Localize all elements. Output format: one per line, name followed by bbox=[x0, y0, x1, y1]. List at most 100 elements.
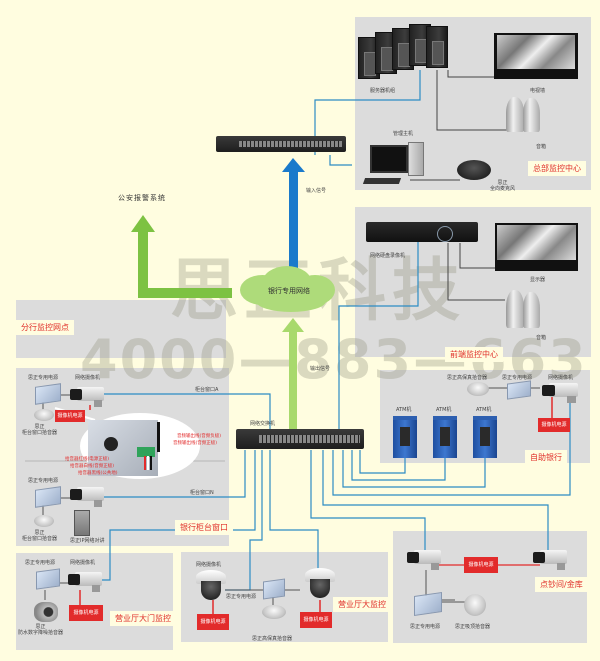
server-tower-icon bbox=[426, 26, 448, 68]
input-signal-arrow bbox=[289, 170, 298, 270]
keyboard-icon bbox=[362, 178, 402, 184]
bullet-camera-icon bbox=[70, 487, 104, 507]
server-tower-icon bbox=[409, 24, 431, 66]
pc-tower-icon bbox=[408, 142, 424, 176]
hall-camera-power-2: 摄像机电源 bbox=[300, 612, 332, 628]
counter-pickup-label-2: 思正 柜台窗口拾音器 bbox=[22, 530, 58, 542]
ss-camera-label: 网络摄像机 bbox=[548, 375, 574, 381]
output-arrow-head bbox=[282, 318, 304, 332]
police-alarm-label: 公安报警系统 bbox=[118, 194, 166, 202]
video-wall-icon bbox=[494, 33, 578, 79]
police-arrow-head bbox=[131, 215, 155, 232]
atm-icon bbox=[433, 416, 457, 458]
window-a-label: 柜台窗口A bbox=[195, 387, 219, 393]
lens-hole-icon bbox=[104, 437, 118, 451]
atm-icon bbox=[473, 416, 497, 458]
output-signal-arrow bbox=[289, 330, 297, 430]
microphone-icon bbox=[457, 160, 491, 180]
dome-camera-icon bbox=[305, 568, 335, 598]
network-switch-icon bbox=[236, 429, 364, 449]
bullet-camera-icon bbox=[70, 387, 104, 407]
bullet-camera-icon bbox=[533, 550, 567, 570]
police-link-arrow bbox=[138, 230, 232, 298]
input-arrow-head bbox=[282, 158, 305, 172]
server-cluster-label: 服务器机组 bbox=[370, 88, 396, 94]
self-service-title: 自助银行 bbox=[525, 450, 567, 465]
pickup-icon bbox=[467, 382, 489, 396]
dome-camera-icon bbox=[196, 570, 226, 600]
ss-psu-label: 思正专用电源 bbox=[502, 375, 533, 381]
vault-title: 点钞间/金库 bbox=[535, 577, 588, 592]
wire-black-2 bbox=[150, 456, 152, 470]
nvr-icon bbox=[366, 222, 478, 242]
power-supply-icon bbox=[36, 568, 60, 590]
terminal-block-icon bbox=[137, 447, 155, 457]
ss-camera-power-box: 摄像机电源 bbox=[538, 418, 570, 432]
window-n-label: 柜台窗口N bbox=[190, 490, 214, 496]
speaker-icon bbox=[523, 292, 540, 328]
management-host-label: 管理主机 bbox=[393, 131, 414, 137]
vault-camera-power-box: 摄像机电源 bbox=[464, 557, 498, 573]
atm-label: ATM机 bbox=[436, 407, 452, 413]
frontend-title: 前端监控中心 bbox=[445, 347, 503, 362]
bullet-camera-icon bbox=[542, 383, 578, 403]
pickup-icon bbox=[34, 515, 54, 527]
waterproof-pickup-icon bbox=[34, 602, 58, 622]
entrance-pickup-label: 思正 防水数字降噪拾音器 bbox=[18, 624, 64, 636]
pickup-ground-label: 拾音器黑线(公共地) bbox=[78, 471, 118, 476]
input-signal-label: 输入信号 bbox=[306, 188, 327, 194]
hall-pickup-label: 思正高保真拾音器 bbox=[252, 636, 293, 642]
audio-out-black-label: 音频输出线(音频正极) bbox=[173, 441, 218, 446]
counter-pickup-label: 思正 柜台窗口拾音器 bbox=[22, 424, 58, 436]
counter-psu-label-2: 思正专用电源 bbox=[28, 478, 59, 484]
network-switch-label: 网络交换机 bbox=[250, 421, 276, 427]
counter-camera-label: 网络摄像机 bbox=[75, 375, 101, 381]
bank-network-label: 银行专用网络 bbox=[268, 287, 310, 295]
atm-icon bbox=[393, 416, 417, 458]
intercom-label: 思正IP网络对讲 bbox=[70, 538, 105, 544]
entrance-title: 营业厅大门监控 bbox=[110, 611, 176, 626]
entrance-camera-power-box: 摄像机电源 bbox=[69, 605, 103, 621]
hall-camera-label: 网络摄像机 bbox=[196, 562, 222, 568]
wire-red bbox=[144, 456, 146, 470]
speaker-icon bbox=[506, 97, 524, 132]
power-supply-icon bbox=[263, 578, 285, 600]
branch-title: 分行监控网点 bbox=[16, 320, 74, 335]
vault-psu-label: 思正专用电源 bbox=[410, 624, 441, 630]
entrance-psu-label: 思正专用电源 bbox=[25, 560, 56, 566]
server-tower-icon bbox=[392, 28, 414, 70]
video-wall-label: 电视墙 bbox=[530, 88, 546, 94]
hq-speakers-label: 音箱 bbox=[536, 144, 547, 150]
wire-white bbox=[147, 456, 149, 470]
counter-psu-label: 思正专用电源 bbox=[28, 375, 59, 381]
wire-black bbox=[157, 422, 160, 452]
entrance-panel bbox=[16, 553, 173, 650]
bullet-camera-icon bbox=[407, 550, 441, 570]
power-supply-icon bbox=[35, 486, 61, 508]
audio-out-red-label: 音频输出线(音频负极) bbox=[177, 434, 222, 439]
ceiling-pickup-icon bbox=[464, 594, 486, 616]
entrance-camera-label: 网络摄像机 bbox=[70, 560, 96, 566]
output-signal-label: 输出信号 bbox=[310, 366, 331, 372]
frontend-speakers-label: 音箱 bbox=[536, 335, 547, 341]
counter-title: 银行柜台窗口 bbox=[175, 520, 233, 535]
vault-pickup-label: 思正吸顶拾音器 bbox=[455, 624, 491, 630]
nvr-knob-icon bbox=[437, 226, 454, 242]
power-supply-icon bbox=[507, 380, 531, 400]
bullet-camera-icon bbox=[68, 572, 102, 592]
hall-camera-power-1: 摄像机电源 bbox=[197, 614, 229, 630]
power-supply-icon bbox=[414, 592, 442, 616]
cloud-shape bbox=[256, 290, 326, 312]
hall-title: 营业厅大监控 bbox=[333, 597, 391, 612]
power-supply-icon bbox=[35, 383, 61, 405]
hall-psu-label: 思正专用电源 bbox=[226, 594, 257, 600]
speaker-icon bbox=[523, 98, 540, 132]
speaker-icon bbox=[506, 290, 524, 328]
server-tower-icon bbox=[375, 32, 397, 74]
hq-title: 总部监控中心 bbox=[528, 161, 586, 176]
atm-label: ATM机 bbox=[396, 407, 412, 413]
ss-pickup-label: 思正高保真拾音器 bbox=[447, 375, 488, 381]
pickup-power-neg-label: 拾音器白线(音频正极) bbox=[70, 464, 115, 469]
core-switch-icon bbox=[216, 136, 346, 152]
